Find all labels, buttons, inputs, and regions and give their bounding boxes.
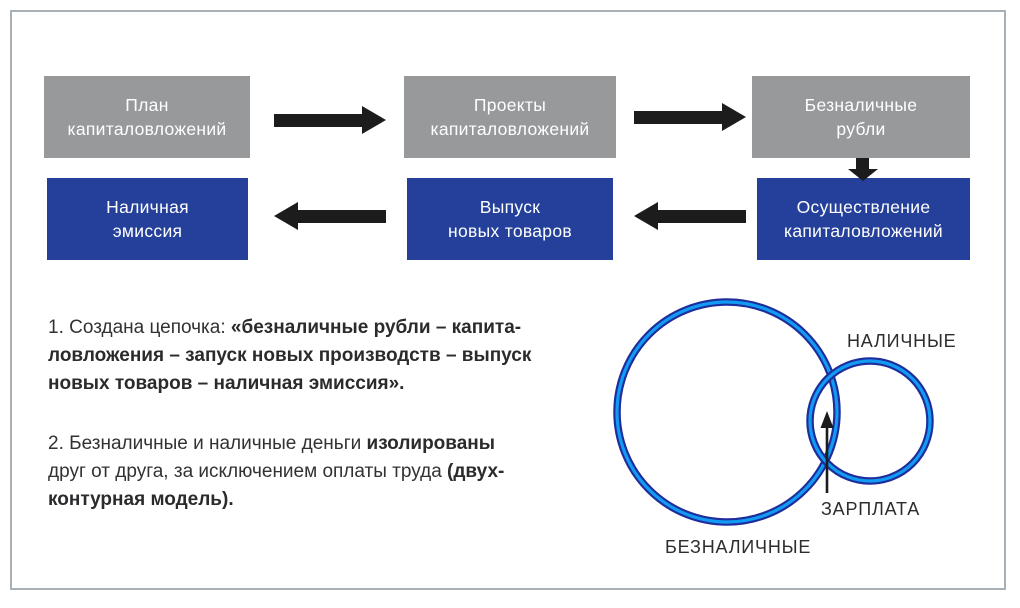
flow-box-label: эмиссия [112, 221, 183, 241]
flow-box-label: Осуществление [796, 197, 931, 217]
flow-box-label: Безналичные [804, 95, 918, 115]
flow-box-label: Проекты [473, 95, 547, 115]
arrow-shaft [634, 111, 724, 124]
arrow-shaft [856, 158, 869, 169]
flow-box-investment-projects: Проекты капиталовложений [404, 76, 616, 158]
flow-box-label: Выпуск [479, 197, 541, 217]
cash-circle-label: НАЛИЧНЫЕ [847, 331, 957, 351]
note-item-2: 2. Безналичные и наличные деньги изолиро… [48, 430, 588, 514]
flow-box-new-goods: Выпуск новых товаров [407, 178, 613, 260]
arrow-head [362, 106, 386, 134]
arrow-down-icon [848, 158, 878, 181]
flow-box-label: капиталовложений [67, 119, 227, 139]
flow-box-label: капиталовложений [783, 221, 943, 241]
noncash-circle-inner [615, 300, 839, 524]
note-text: друг от друга, за исключением оплаты тру… [48, 461, 448, 482]
arrow-shaft [274, 114, 364, 127]
venn-diagram [613, 298, 934, 526]
note-text-bold: новых товаров – наличная эмиссия». [48, 373, 405, 394]
note-text-bold: (двух- [447, 461, 505, 482]
arrow-head [848, 169, 878, 181]
flow-box-noncash-rubles: Безналичные рубли [752, 76, 970, 158]
flow-box-label: План [125, 95, 169, 115]
arrow-right-icon [634, 103, 746, 131]
note-text-bold: «безналичные рубли – капита- [230, 317, 522, 338]
flow-box-label: Наличная [106, 197, 189, 217]
arrow-head [722, 103, 746, 131]
arrow-left-icon [634, 202, 746, 230]
flow-box-investment-plan: План капиталовложений [44, 76, 250, 158]
arrow-head [634, 202, 658, 230]
flow-box-label: рубли [836, 119, 886, 139]
flow-box-label: новых товаров [448, 221, 572, 241]
note-text-bold: изолированы [366, 433, 495, 454]
flow-box-investment-execution: Осуществление капиталовложений [757, 178, 970, 260]
noncash-circle-label: БЕЗНАЛИЧНЫЕ [665, 537, 812, 557]
outer-frame [10, 10, 1006, 590]
note-text: 2. Безналичные и наличные деньги [48, 433, 367, 454]
notes-block: 1. Создана цепочка: «безналичные рубли –… [48, 314, 588, 514]
salary-arrow-head [820, 411, 834, 428]
note-text: 1. Создана цепочка: [48, 317, 231, 338]
arrow-left-icon [274, 202, 386, 230]
arrow-right-icon [274, 106, 386, 134]
salary-label: ЗАРПЛАТА [821, 499, 921, 519]
arrow-shaft [656, 210, 746, 223]
arrow-head [274, 202, 298, 230]
note-text-bold: ловложения – запуск новых производств – … [48, 345, 532, 366]
note-text-bold: контурная модель). [48, 489, 234, 510]
arrow-shaft [296, 210, 386, 223]
note-item-1: 1. Создана цепочка: «безналичные рубли –… [48, 314, 588, 398]
flow-box-label: капиталовложений [430, 119, 590, 139]
cash-circle-inner [808, 359, 932, 483]
flow-box-cash-emission: Наличная эмиссия [47, 178, 248, 260]
